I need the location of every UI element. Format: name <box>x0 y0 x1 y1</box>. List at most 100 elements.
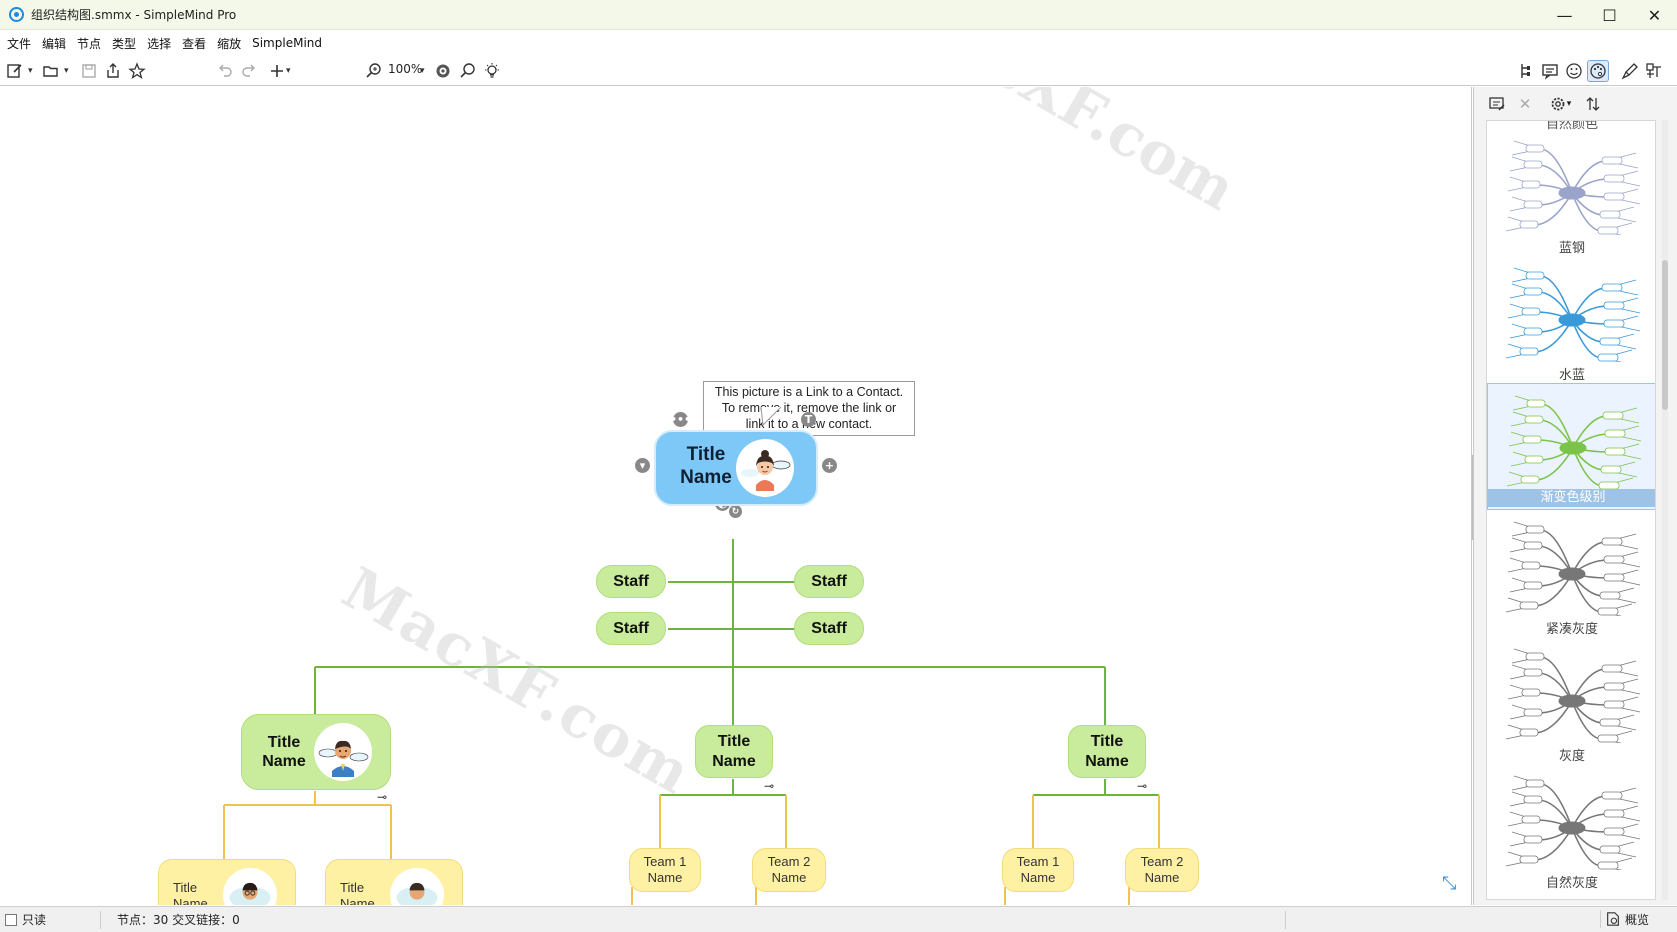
menu-view[interactable]: 查看 <box>182 36 207 51</box>
outline-tree-icon[interactable] <box>1517 62 1535 80</box>
team-node-right-2[interactable]: Team 2 Name <box>1125 848 1199 892</box>
redo-icon[interactable] <box>240 62 258 80</box>
leaf-title: Title <box>173 880 198 895</box>
style-name: 紧凑灰度 <box>1545 622 1598 637</box>
staff-node-left-2[interactable]: Staff <box>596 612 666 645</box>
layout-icon[interactable] <box>1645 62 1663 80</box>
branch-node-left[interactable]: Title Name <box>241 714 391 790</box>
team-label: Team 1 <box>1016 854 1060 870</box>
add-node-plus-icon[interactable] <box>268 62 286 80</box>
edit-style-icon[interactable] <box>1486 94 1508 114</box>
leaf-title: Title <box>340 880 365 895</box>
style-card-grayscale[interactable]: 灰度 <box>1487 637 1655 764</box>
menu-select[interactable]: 选择 <box>147 36 172 51</box>
menu-simplemind[interactable]: SimpleMind <box>252 36 322 50</box>
text-handle-icon[interactable]: T <box>801 412 816 427</box>
root-node[interactable]: Title Name <box>654 430 818 506</box>
new-document-icon[interactable] <box>6 62 24 80</box>
minimize-button[interactable]: — <box>1556 5 1573 25</box>
branch-title: Title <box>267 734 301 751</box>
team-name: Name <box>1144 870 1180 885</box>
open-folder-icon[interactable] <box>42 62 60 80</box>
leaf-name: Name <box>340 895 375 905</box>
emoji-smiley-icon[interactable] <box>1565 62 1583 80</box>
sort-icon[interactable] <box>1582 94 1604 114</box>
staff-label: Staff <box>613 619 649 637</box>
leaf-node-left-2[interactable]: Title Name <box>325 859 463 905</box>
zoom-dropdown-chevron-icon[interactable]: ▾ <box>420 66 425 76</box>
style-thumbnail-list[interactable]: 自然颜色 蓝钢 水蓝 渐变色级别 紧凑灰度 灰度 自然灰度 <box>1486 120 1656 900</box>
add-dropdown-chevron-icon[interactable]: ▾ <box>286 66 291 76</box>
style-settings-gear-icon[interactable]: ▾ <box>1546 94 1574 114</box>
style-name-partial: 自然颜色 <box>1545 120 1598 132</box>
close-button[interactable]: ✕ <box>1647 5 1662 25</box>
team-node-middle-1[interactable]: Team 1 Name <box>629 848 701 892</box>
menu-zoom[interactable]: 缩放 <box>217 36 242 51</box>
tooltip-pointer <box>760 407 782 427</box>
style-name: 灰度 <box>1558 749 1585 764</box>
branch-node-right[interactable]: Title Name <box>1068 725 1146 778</box>
save-icon[interactable] <box>80 62 98 80</box>
menu-type[interactable]: 类型 <box>112 36 137 51</box>
style-card-aqua[interactable]: 水蓝 <box>1487 256 1655 383</box>
branch-fold-icon[interactable]: ⊸ <box>1137 779 1148 793</box>
team-label: Team 1 <box>643 854 687 870</box>
status-divider <box>1285 911 1286 929</box>
focus-target-icon[interactable] <box>434 62 452 80</box>
style-thumbnail-preview <box>1505 648 1641 743</box>
branch-fold-icon[interactable]: ⊸ <box>377 790 388 804</box>
staff-node-right-1[interactable]: Staff <box>794 565 864 598</box>
mindmap-canvas[interactable]: MacXF.com This picture is a Link to a Co… <box>2 87 1472 905</box>
style-palette-icon[interactable] <box>1587 60 1609 82</box>
style-thumbnail-preview <box>1505 267 1641 362</box>
team-node-middle-2[interactable]: Team 2 Name <box>752 848 826 892</box>
contact-avatar-man-icon[interactable] <box>314 723 372 781</box>
overview-button[interactable]: 概览 <box>1600 910 1649 928</box>
open-dropdown-chevron-icon[interactable]: ▾ <box>64 66 69 76</box>
search-icon[interactable] <box>459 62 477 80</box>
team-label: Team 2 <box>1140 854 1184 870</box>
share-export-icon[interactable] <box>104 62 122 80</box>
undo-icon[interactable] <box>216 62 234 80</box>
contact-avatar-man-icon[interactable] <box>390 868 444 905</box>
menu-file[interactable]: 文件 <box>7 36 32 51</box>
staff-node-right-2[interactable]: Staff <box>794 612 864 645</box>
style-card-blue-steel[interactable]: 蓝钢 <box>1487 129 1655 256</box>
style-card-compact-grayscale[interactable]: 紧凑灰度 <box>1487 510 1655 637</box>
lightbulb-icon[interactable] <box>483 62 501 80</box>
collapse-handle-icon[interactable]: ▾ <box>635 458 650 473</box>
zoom-magnifier-icon[interactable] <box>365 62 383 80</box>
readonly-label: 只读 <box>22 913 47 927</box>
rotate-handle-icon[interactable]: ↻ <box>729 505 742 518</box>
more-options-handle-icon[interactable]: ••• <box>669 412 692 427</box>
style-card-natural-grayscale[interactable]: 自然灰度 <box>1487 764 1655 891</box>
readonly-checkbox[interactable] <box>5 913 17 926</box>
menu-node[interactable]: 节点 <box>77 36 102 51</box>
contact-avatar-glasses-icon[interactable] <box>223 868 277 905</box>
branch-node-middle[interactable]: Title Name <box>695 725 773 778</box>
branch-title: Title <box>1090 733 1124 751</box>
window-title: 组织结构图.smmx - SimpleMind Pro <box>31 8 237 22</box>
favorite-star-icon[interactable] <box>128 62 146 80</box>
style-card-gradient-levels[interactable]: 渐变色级别 <box>1487 383 1655 510</box>
root-node-name: Name <box>680 466 732 488</box>
team-name: Name <box>1020 870 1056 885</box>
style-thumbnail-preview <box>1505 521 1641 616</box>
add-child-handle-icon[interactable]: + <box>822 458 837 473</box>
team-node-right-1[interactable]: Team 1 Name <box>1002 848 1074 892</box>
maximize-button[interactable]: ☐ <box>1602 5 1617 25</box>
leaf-node-left-1[interactable]: Title Name <box>158 859 296 905</box>
zoom-level[interactable]: 100% <box>388 62 423 76</box>
menu-edit[interactable]: 编辑 <box>42 36 67 51</box>
staff-node-left-1[interactable]: Staff <box>596 565 666 598</box>
new-dropdown-chevron-icon[interactable]: ▾ <box>28 66 33 76</box>
scrollbar-thumb[interactable] <box>1662 260 1668 410</box>
fit-expand-icon[interactable]: ⤡ <box>1442 873 1457 894</box>
style-list-scrollbar[interactable] <box>1662 120 1668 900</box>
delete-style-icon[interactable]: ✕ <box>1518 95 1532 113</box>
branch-fold-icon[interactable]: ⊸ <box>764 779 775 793</box>
node-count-status: 节点：30 交叉链接：0 <box>117 913 240 927</box>
notes-icon[interactable] <box>1541 62 1559 80</box>
contact-avatar-woman-icon[interactable] <box>736 439 794 497</box>
brush-format-icon[interactable] <box>1621 62 1639 80</box>
